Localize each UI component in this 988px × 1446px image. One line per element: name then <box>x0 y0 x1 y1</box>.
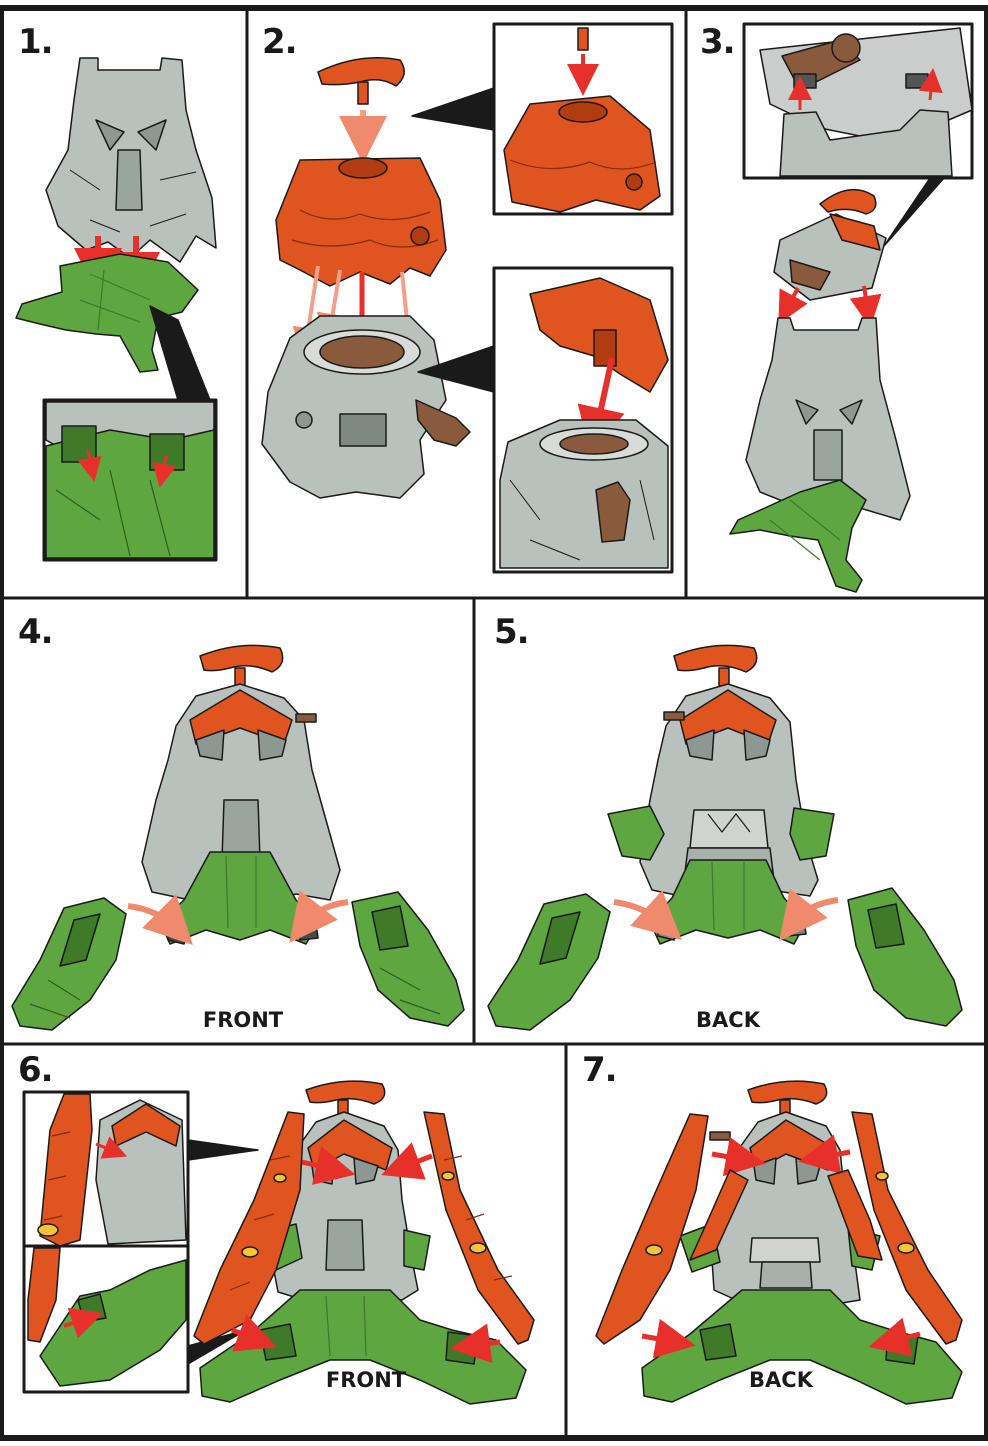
step-1-illustration <box>16 58 216 560</box>
step-4-illustration <box>12 645 464 1030</box>
step-3-number: 3. <box>700 22 735 62</box>
step-7-view-label: BACK <box>749 1368 813 1392</box>
step-6-view-label: FRONT <box>326 1368 406 1392</box>
step-4-view-label: FRONT <box>203 1008 283 1032</box>
step-5-view-label: BACK <box>696 1008 760 1032</box>
step-5-number: 5. <box>494 612 529 652</box>
step-5-illustration <box>488 645 962 1030</box>
step-3-illustration <box>730 24 972 592</box>
step-2-number: 2. <box>262 22 297 62</box>
step-6-number: 6. <box>18 1050 53 1090</box>
step-6-illustration <box>24 1081 534 1404</box>
callout-pointer-icon <box>150 306 210 400</box>
step-7-number: 7. <box>582 1050 617 1090</box>
step-1-number: 1. <box>18 22 53 62</box>
step-4-number: 4. <box>18 612 53 652</box>
wooden-lever-part <box>416 400 470 446</box>
step-2-illustration <box>262 24 672 572</box>
step-7-illustration <box>596 1081 962 1404</box>
